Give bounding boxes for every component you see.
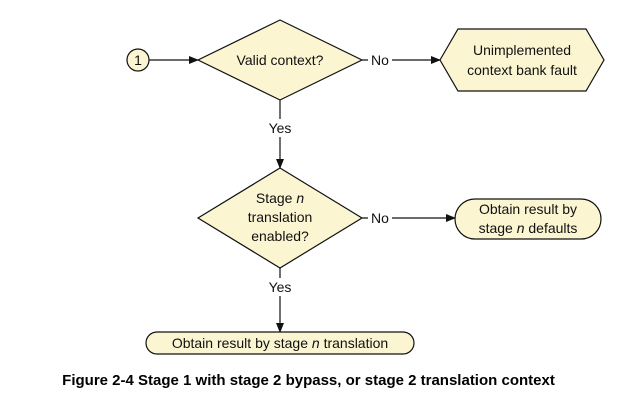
- fault-box: [439, 28, 605, 92]
- figure-caption: Figure 2-4 Stage 1 with stage 2 bypass, …: [62, 372, 555, 389]
- defaults-box-line2: stage n defaults: [479, 220, 578, 236]
- decision2-line3: enabled?: [251, 228, 309, 244]
- translation-box-label: Obtain result by stage n translation: [172, 335, 388, 351]
- translation-box: [145, 331, 415, 355]
- fault-box-line2: context bank fault: [467, 62, 577, 78]
- decision2-line2: translation: [248, 209, 313, 225]
- fault-box-line1: Unimplemented: [473, 42, 571, 58]
- defaults-box-line1: Obtain result by: [479, 201, 577, 217]
- start-connector-label: 1: [134, 52, 142, 68]
- decision2-yes-label: Yes: [269, 279, 292, 295]
- decision1-yes-label: Yes: [269, 120, 292, 136]
- decision2-line1: Stage n: [256, 190, 304, 206]
- decision1-no-label: No: [371, 52, 389, 68]
- decision2-no-label: No: [371, 210, 389, 226]
- defaults-box: [454, 198, 602, 240]
- decision-valid-context-label: Valid context?: [237, 52, 324, 68]
